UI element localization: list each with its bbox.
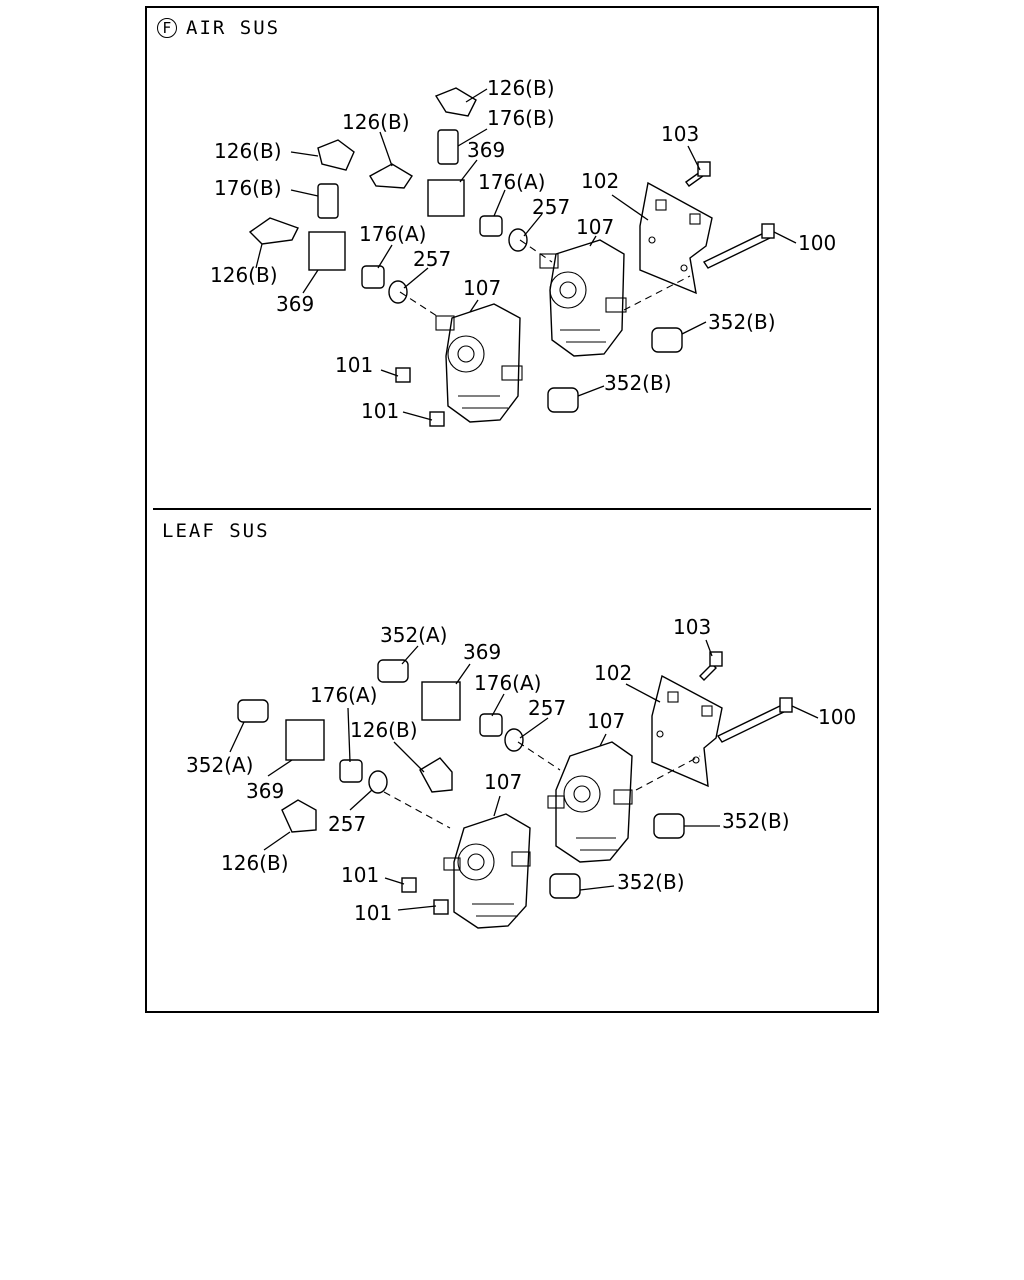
callout-176b: 176(B) <box>214 176 282 200</box>
callout-101: 101 <box>361 399 399 423</box>
elbow-126b-low <box>248 217 299 245</box>
bolt-103 <box>699 651 723 681</box>
nut-101-lower <box>433 899 449 915</box>
callout-126b: 126(B) <box>350 718 418 742</box>
callout-100: 100 <box>798 231 836 255</box>
plug-352b-lower <box>549 873 581 899</box>
elbow-126b-mid <box>369 163 413 189</box>
leaf-sus-title: LEAF SUS <box>162 520 270 542</box>
block-369-upper <box>427 179 465 217</box>
valve-107-upper <box>547 741 633 863</box>
callout-102: 102 <box>594 661 632 685</box>
fitting-176a-left <box>339 759 363 783</box>
callout-176a: 176(A) <box>478 170 545 194</box>
callout-369: 369 <box>467 138 505 162</box>
callout-176a: 176(A) <box>359 222 426 246</box>
section-badge: F <box>157 18 177 38</box>
bolt-103 <box>685 161 711 187</box>
callout-101: 101 <box>354 901 392 925</box>
callout-101: 101 <box>341 863 379 887</box>
callout-257: 257 <box>532 195 570 219</box>
leaf-leaders <box>229 639 819 911</box>
diagram-frame <box>145 6 879 1013</box>
callout-257: 257 <box>328 812 366 836</box>
block-369-lower <box>308 231 346 271</box>
air-leaders <box>255 88 797 421</box>
callout-102: 102 <box>581 169 619 193</box>
plug-352b-lower <box>547 387 579 413</box>
plug-352a-left <box>237 699 269 723</box>
callout-176a: 176(A) <box>474 671 541 695</box>
callout-257: 257 <box>413 247 451 271</box>
plug-352b-upper <box>653 813 685 839</box>
callout-101: 101 <box>335 353 373 377</box>
fitting-176b-left <box>317 183 339 219</box>
fitting-176a-top <box>479 215 503 237</box>
callout-369: 369 <box>246 779 284 803</box>
callout-126b: 126(B) <box>342 110 410 134</box>
callout-257: 257 <box>528 696 566 720</box>
washer-257-low <box>368 770 388 794</box>
fitting-176a-low <box>361 265 385 289</box>
callout-176b: 176(B) <box>487 106 555 130</box>
valve-107-lower <box>435 303 523 423</box>
fitting-176b-top <box>437 129 459 165</box>
callout-369: 369 <box>463 640 501 664</box>
plug-352a-upper <box>377 659 409 683</box>
callout-352a: 352(A) <box>380 623 447 647</box>
callout-176a: 176(A) <box>310 683 377 707</box>
callout-100: 100 <box>818 705 856 729</box>
nut-101-lower <box>429 411 445 427</box>
nut-101-upper <box>395 367 411 383</box>
bolt-100 <box>702 223 775 269</box>
section-divider <box>153 508 871 510</box>
callout-352b: 352(B) <box>617 870 685 894</box>
block-369-lower <box>285 719 325 761</box>
washer-257-top <box>508 228 528 252</box>
bracket-102 <box>639 181 713 295</box>
callout-352a: 352(A) <box>186 753 253 777</box>
callout-126b: 126(B) <box>221 851 289 875</box>
air-sus-title: AIR SUS <box>186 17 281 39</box>
callout-352b: 352(B) <box>708 310 776 334</box>
bolt-100 <box>716 697 793 743</box>
callout-103: 103 <box>661 122 699 146</box>
callout-369: 369 <box>276 292 314 316</box>
elbow-126b-low <box>281 799 317 833</box>
callout-107: 107 <box>463 276 501 300</box>
elbow-126b-top <box>434 87 477 117</box>
plug-352b-upper <box>651 327 683 353</box>
callout-126b: 126(B) <box>214 139 282 163</box>
nut-101-upper <box>401 877 417 893</box>
valve-107-upper <box>539 239 627 357</box>
callout-126b: 126(B) <box>487 76 555 100</box>
elbow-126b-left <box>317 139 355 171</box>
washer-257-low <box>388 280 408 304</box>
air-sus-parts <box>248 87 775 427</box>
fitting-176a-right <box>479 713 503 737</box>
callout-107: 107 <box>587 709 625 733</box>
callout-107: 107 <box>576 215 614 239</box>
callout-126b: 126(B) <box>210 263 278 287</box>
callout-352b: 352(B) <box>722 809 790 833</box>
bracket-102 <box>651 674 723 788</box>
callout-107: 107 <box>484 770 522 794</box>
leaf-sus-parts <box>237 651 793 929</box>
valve-107-lower <box>443 813 531 929</box>
washer-257-top <box>504 728 524 752</box>
callout-352b: 352(B) <box>604 371 672 395</box>
block-369-upper <box>421 681 461 721</box>
elbow-126b-mid <box>419 757 453 793</box>
callout-103: 103 <box>673 615 711 639</box>
